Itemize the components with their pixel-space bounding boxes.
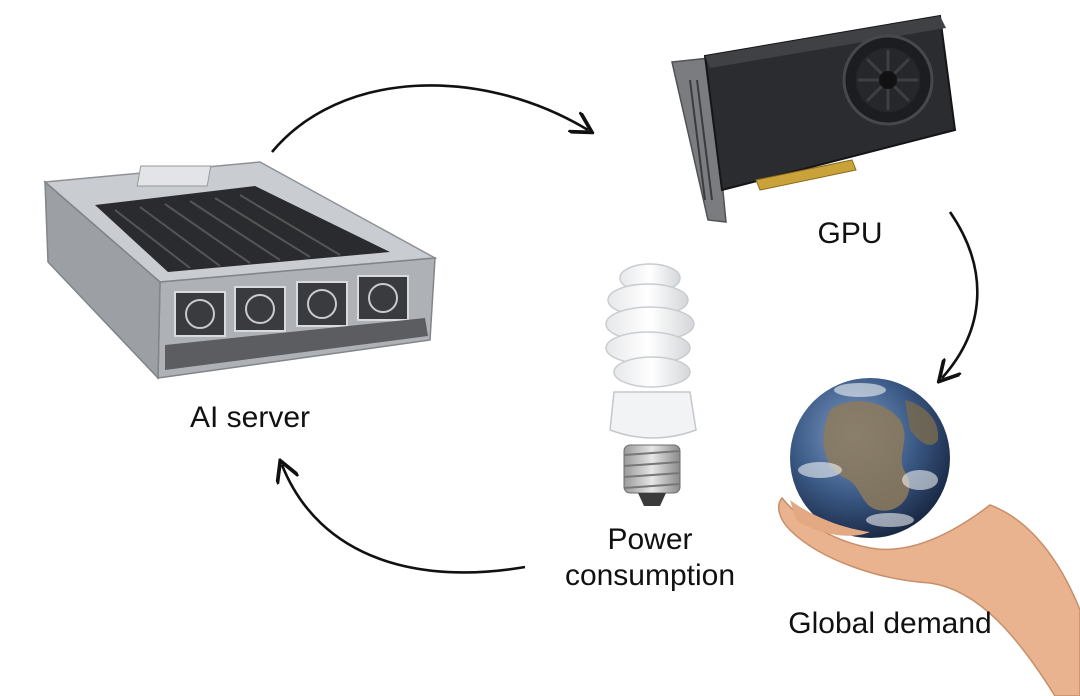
lightbulb-image bbox=[605, 263, 697, 506]
ai-server-image bbox=[43, 161, 438, 380]
global-demand-label: Global demand bbox=[788, 607, 992, 640]
gpu-label: GPU bbox=[817, 217, 883, 250]
power-label-line2: consumption bbox=[564, 559, 736, 592]
power-consumption-label: Power consumption bbox=[530, 522, 770, 594]
arrow-power-to-server bbox=[282, 465, 526, 574]
arrow-gpu-to-global bbox=[942, 211, 979, 378]
gpu-image bbox=[671, 14, 957, 223]
power-label-line1: Power bbox=[607, 523, 693, 556]
arrow-server-to-gpu bbox=[271, 84, 588, 153]
ai-server-label: AI server bbox=[189, 401, 311, 434]
globe-in-hand-image bbox=[777, 378, 1080, 696]
